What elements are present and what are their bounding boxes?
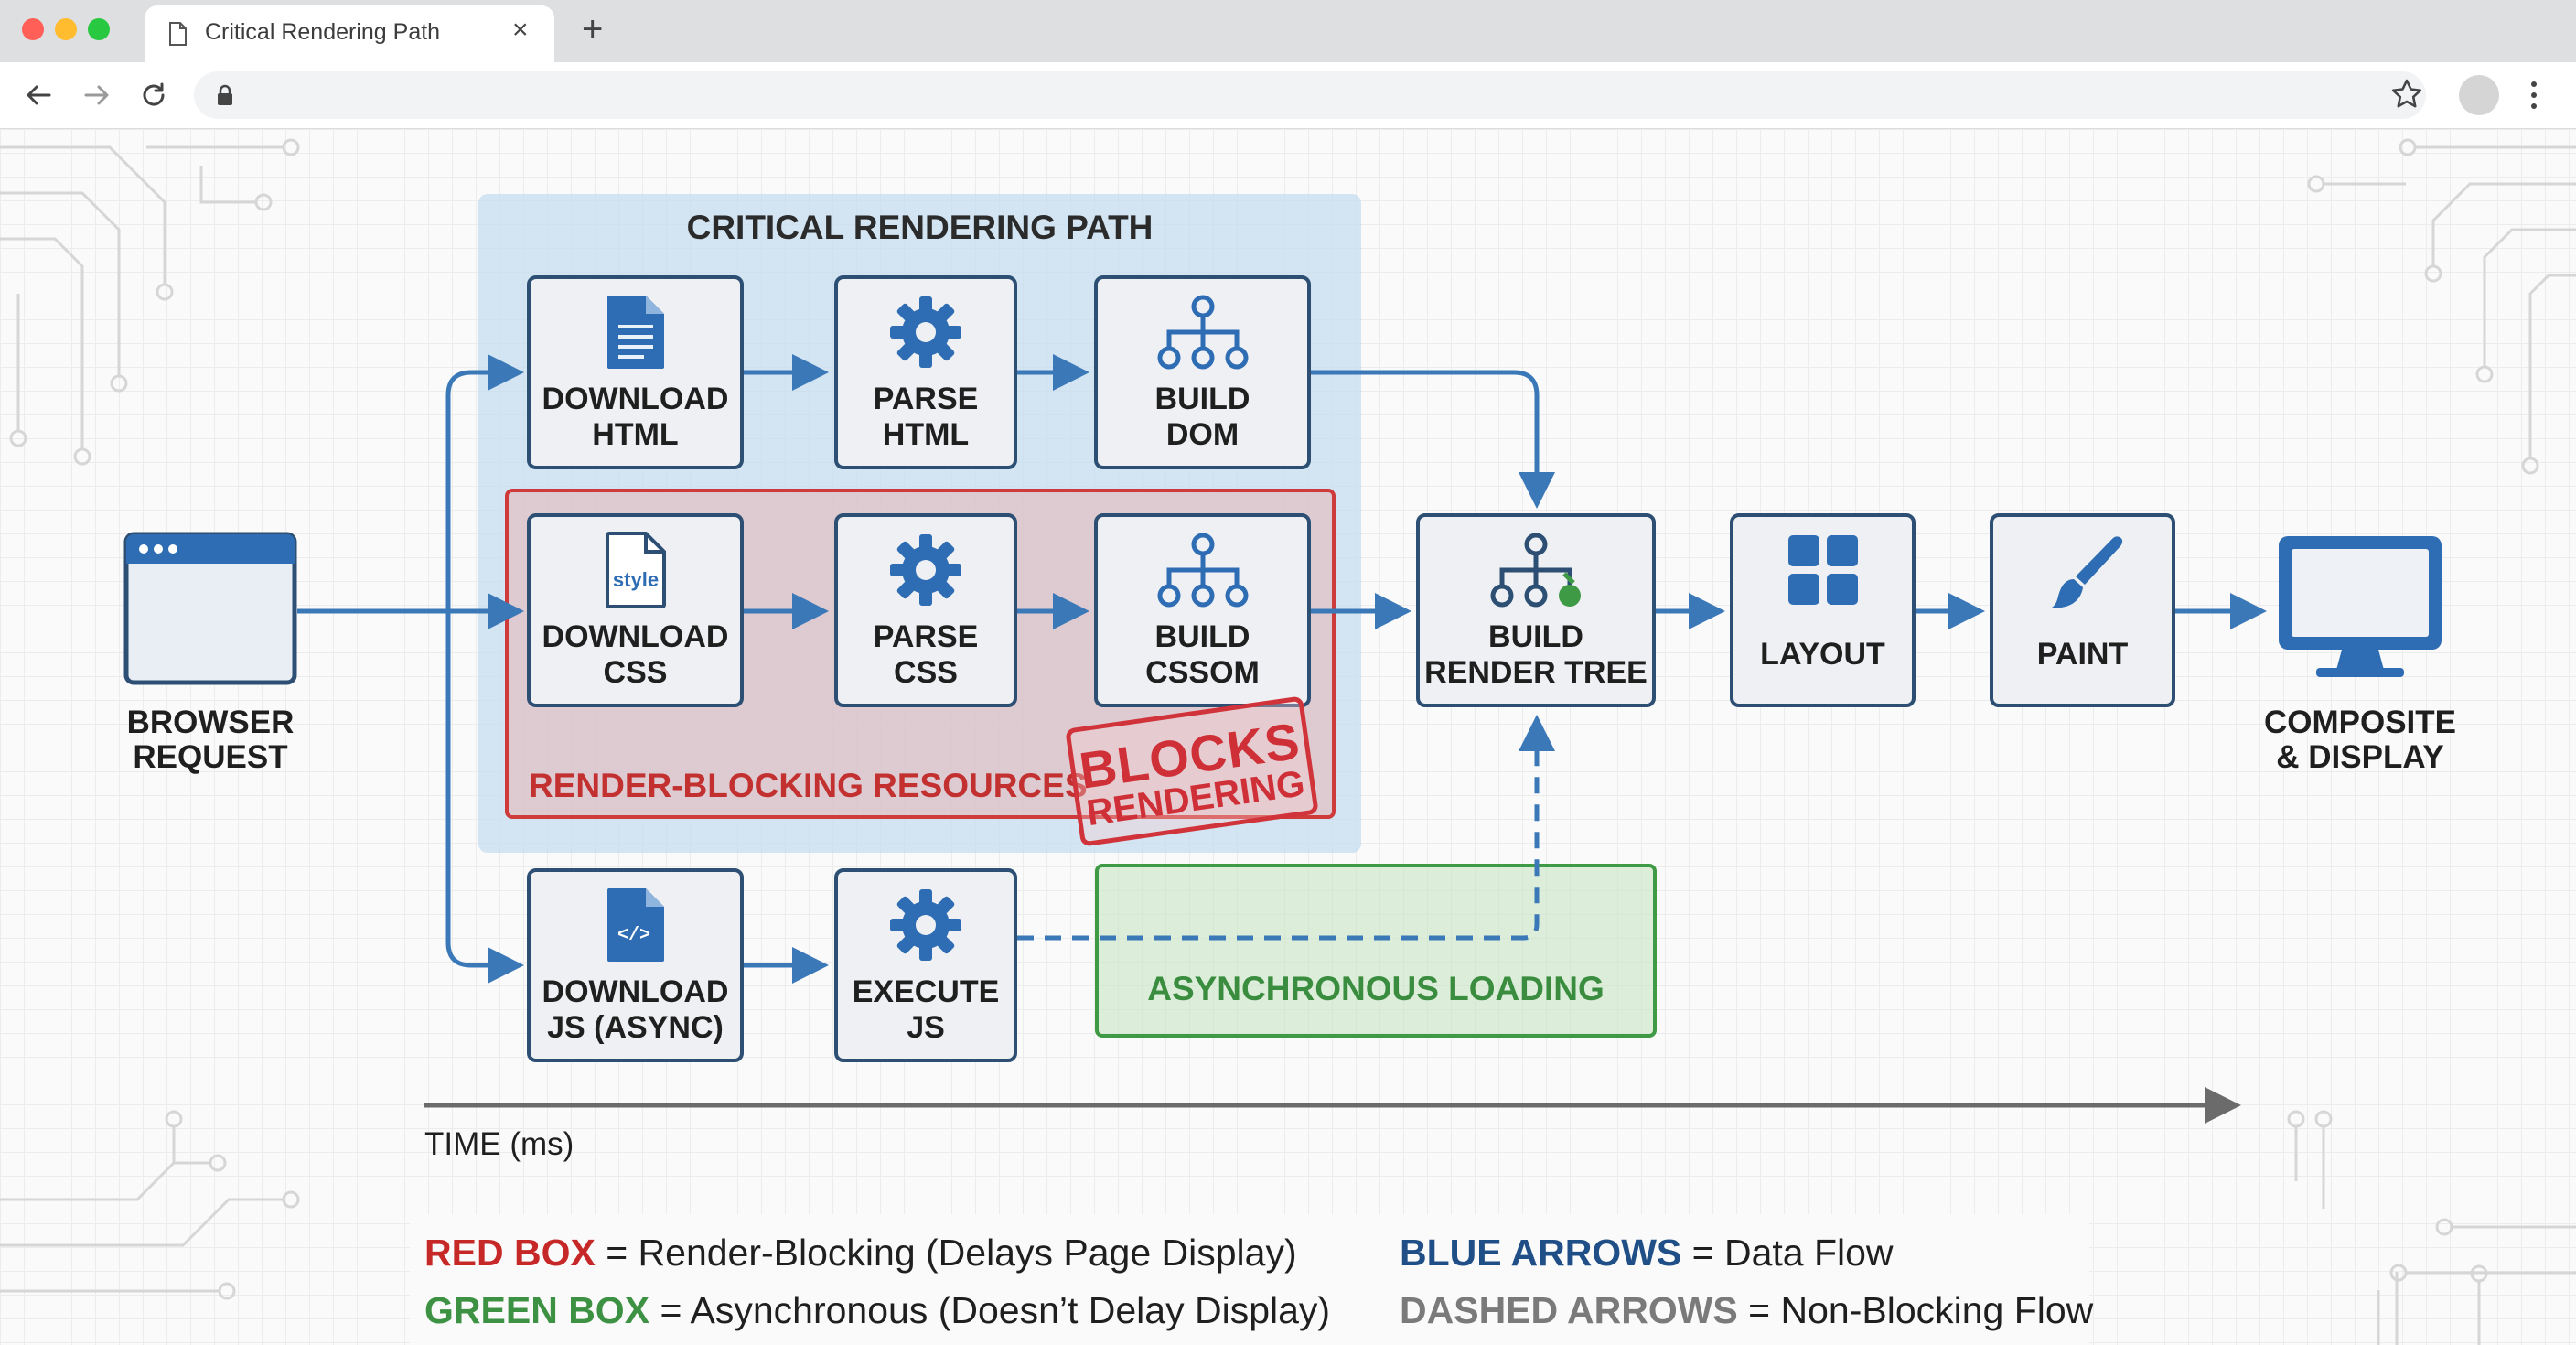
- download-js-step: </> DOWNLOAD JS (ASYNC): [527, 868, 744, 1062]
- paint-step: PAINT: [1990, 513, 2175, 707]
- grid-layout-icon: [1787, 535, 1858, 605]
- browser-toolbar: [0, 62, 2576, 129]
- composite-display-label: COMPOSITE & DISPLAY: [2263, 705, 2457, 775]
- circuit-decoration-left: [0, 138, 300, 466]
- maximize-window-button[interactable]: [88, 18, 110, 40]
- css-file-icon: style: [605, 532, 666, 608]
- download-html-step: DOWNLOAD HTML: [527, 275, 744, 469]
- time-axis-label: TIME (ms): [424, 1126, 574, 1162]
- html-document-icon: [606, 296, 664, 369]
- gear-icon: [890, 534, 961, 606]
- legend-key: RED BOX: [424, 1232, 596, 1274]
- build-cssom-step: BUILD CSSOM: [1094, 513, 1311, 707]
- document-icon: [169, 22, 187, 46]
- js-icon-text: </>: [617, 925, 649, 946]
- parse-html-label: PARSE HTML: [873, 382, 979, 452]
- async-loading-label: ASYNCHRONOUS LOADING: [1147, 970, 1605, 1007]
- legend-text: = Render-Blocking (Delays Page Display): [595, 1232, 1297, 1274]
- gear-icon: [890, 889, 961, 961]
- close-tab-icon[interactable]: ×: [512, 15, 529, 45]
- legend-text: = Non-Blocking Flow: [1737, 1289, 2094, 1331]
- more-menu-icon[interactable]: [2527, 77, 2541, 113]
- back-arrow-icon[interactable]: [22, 79, 55, 112]
- build-dom-label: BUILD DOM: [1154, 382, 1250, 452]
- download-css-label: DOWNLOAD CSS: [542, 619, 729, 690]
- arrow-execute-to-render-tree-dashed: [1017, 715, 1555, 941]
- legend-item-blue: BLUE ARROWS = Data Flow: [1400, 1232, 1894, 1275]
- lock-icon: [218, 84, 232, 105]
- download-js-label: DOWNLOAD JS (ASYNC): [542, 974, 729, 1045]
- address-bar[interactable]: [194, 71, 2426, 119]
- legend-text: = Data Flow: [1681, 1232, 1894, 1274]
- legend-text: = Asynchronous (Doesn’t Delay Display): [649, 1289, 1331, 1331]
- legend-key: GREEN BOX: [424, 1289, 650, 1331]
- circuit-decoration-bottom-left: [0, 1110, 300, 1300]
- bookmark-star-icon[interactable]: [2389, 77, 2424, 112]
- circuit-decoration-right: [2307, 138, 2576, 475]
- layout-step: LAYOUT: [1730, 513, 1916, 707]
- paintbrush-icon: [2051, 536, 2122, 608]
- diagram-page: CRITICAL RENDERING PATH RENDER-BLOCKING …: [0, 129, 2576, 1345]
- build-render-tree-step: BUILD RENDER TREE: [1416, 513, 1656, 707]
- build-cssom-label: BUILD CSSOM: [1145, 619, 1260, 690]
- circuit-decoration-bottom-right: [2287, 1110, 2576, 1345]
- build-render-tree-label: BUILD RENDER TREE: [1424, 619, 1648, 690]
- render-blocking-label: RENDER-BLOCKING RESOURCES: [529, 767, 1088, 804]
- tab-title: Critical Rendering Path: [205, 19, 441, 45]
- parse-css-step: PARSE CSS: [834, 513, 1017, 707]
- forward-arrow-icon[interactable]: [80, 79, 113, 112]
- css-icon-text: style: [612, 568, 658, 591]
- arrow-dom-to-render-tree: [1311, 370, 1555, 509]
- flow-arrows: [297, 354, 2267, 1124]
- tree-hierarchy-icon: [1157, 295, 1248, 370]
- arrow-branch-to-js: [445, 611, 524, 984]
- build-dom-step: BUILD DOM: [1094, 275, 1311, 469]
- code-file-icon: </>: [606, 888, 664, 962]
- layout-label: LAYOUT: [1760, 637, 1885, 672]
- parse-html-step: PARSE HTML: [834, 275, 1017, 469]
- execute-js-label: EXECUTE JS: [852, 974, 1000, 1045]
- reload-icon[interactable]: [137, 79, 170, 112]
- new-tab-button[interactable]: +: [582, 9, 604, 49]
- execute-js-step: EXECUTE JS: [834, 868, 1017, 1062]
- browser-tab-strip: Critical Rendering Path × +: [0, 0, 2576, 62]
- profile-avatar[interactable]: [2459, 75, 2499, 115]
- render-tree-icon: [1490, 533, 1581, 608]
- zone-title: CRITICAL RENDERING PATH: [686, 209, 1154, 246]
- legend-item-green: GREEN BOX = Asynchronous (Doesn’t Delay …: [424, 1289, 1330, 1332]
- monitor-icon: [2279, 536, 2442, 677]
- minimize-window-button[interactable]: [55, 18, 77, 40]
- legend-item-dashed: DASHED ARROWS = Non-Blocking Flow: [1400, 1289, 2093, 1332]
- browser-request-label: BROWSER REQUEST: [126, 705, 295, 775]
- parse-css-label: PARSE CSS: [873, 619, 979, 690]
- legend-item-red: RED BOX = Render-Blocking (Delays Page D…: [424, 1232, 1297, 1275]
- legend-key: DASHED ARROWS: [1400, 1289, 1738, 1331]
- download-css-step: style DOWNLOAD CSS: [527, 513, 744, 707]
- download-html-label: DOWNLOAD HTML: [542, 382, 729, 452]
- legend: [410, 1214, 2089, 1345]
- tree-hierarchy-icon: [1157, 533, 1248, 608]
- paint-label: PAINT: [2036, 637, 2129, 672]
- legend-key: BLUE ARROWS: [1400, 1232, 1682, 1274]
- browser-tab[interactable]: Critical Rendering Path ×: [145, 5, 554, 62]
- gear-icon: [890, 296, 961, 368]
- close-window-button[interactable]: [22, 18, 44, 40]
- async-loading-zone: ASYNCHRONOUS LOADING: [1095, 864, 1657, 1038]
- browser-window-icon: [123, 532, 297, 685]
- arrow-branch-to-html: [445, 354, 524, 611]
